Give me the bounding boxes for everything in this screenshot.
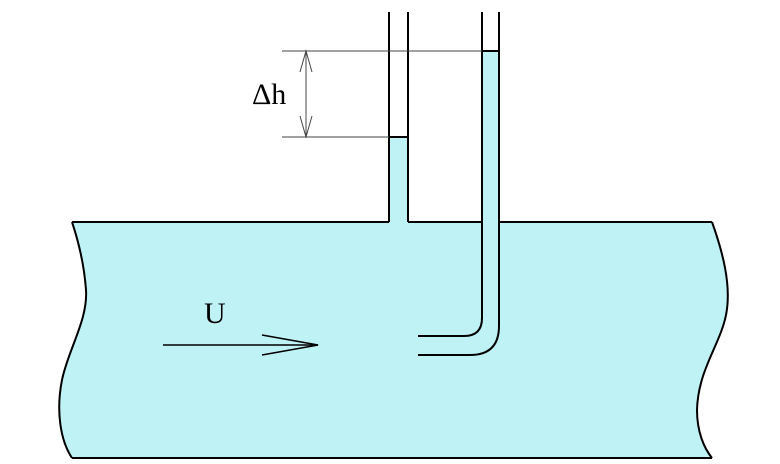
velocity-label: U — [204, 297, 226, 330]
pipe-body — [59, 51, 728, 458]
dimension-arrowhead-top — [299, 49, 313, 73]
pitot-tube-outer-wall — [418, 222, 500, 356]
dimension-arrowhead-bottom — [299, 115, 313, 139]
velocity-arrowhead — [261, 334, 319, 356]
pipe-right-cut-edge — [695, 221, 729, 459]
pitot-tube-inner-wall — [418, 222, 483, 337]
delta-h-label: Δh — [252, 78, 286, 111]
pipe-left-cut-edge — [58, 221, 88, 459]
